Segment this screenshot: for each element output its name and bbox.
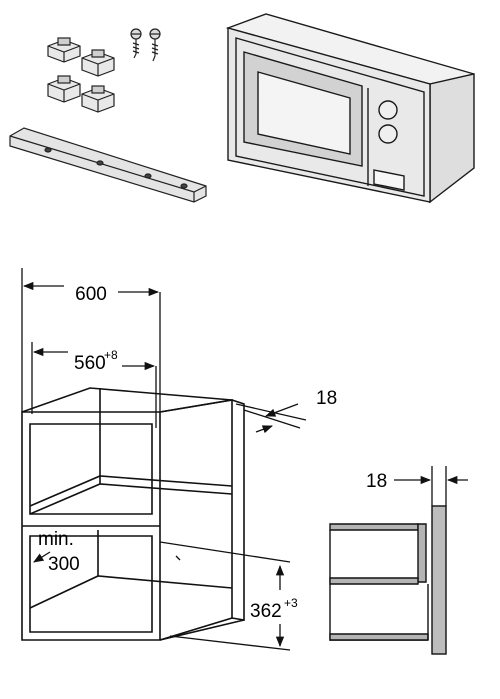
mounting-blocks-icon (47, 37, 115, 113)
dimension-560 (31, 342, 157, 428)
dimension-600 (21, 268, 161, 412)
section-detail (329, 505, 447, 655)
dimension-362 (159, 541, 291, 651)
dimension-362-tolerance: +3 (284, 596, 298, 610)
min-label: min. (38, 529, 74, 550)
microwave-icon (225, 13, 475, 204)
cabinet-drawing (21, 387, 245, 641)
dimension-362-label: 362 (250, 601, 282, 622)
dimension-18-panel-label: 18 (316, 388, 337, 409)
dimension-18-detail-label: 18 (366, 471, 387, 492)
dimension-300-arrows (33, 551, 181, 563)
dimension-600-label: 600 (75, 284, 107, 305)
dimension-18-panel (235, 403, 307, 434)
screws-icon (130, 28, 161, 62)
dimension-560-tolerance: +8 (104, 348, 118, 362)
dimension-300-label: 300 (48, 554, 80, 575)
dimension-18-detail (394, 466, 468, 506)
mounting-rail-icon (9, 127, 207, 203)
dimension-560-label: 560 (74, 353, 106, 374)
